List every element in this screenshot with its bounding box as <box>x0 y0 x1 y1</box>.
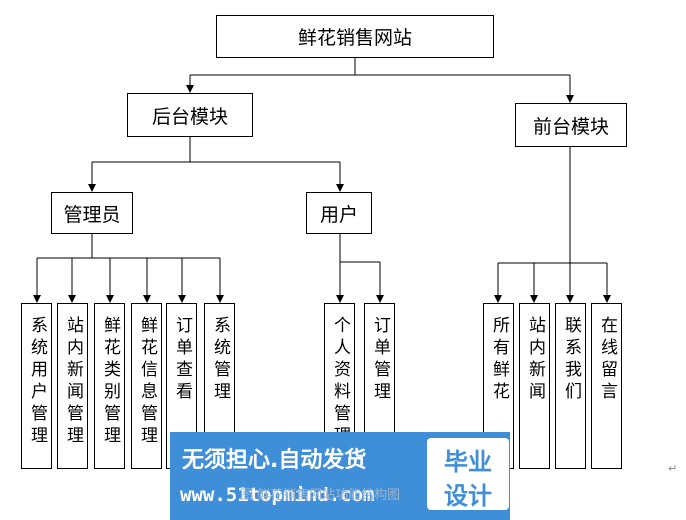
admin-leaf-node: 鲜花类别管理 <box>94 303 125 469</box>
user-leaf-label: 个人资料管理 <box>330 316 350 448</box>
watermark-logo: 毕业 设计 <box>427 438 509 510</box>
frontend-leaf-label: 在线留言 <box>597 316 617 404</box>
user-leaf-label: 订单管理 <box>370 316 390 404</box>
root-node-label: 鲜花销售网站 <box>297 27 412 49</box>
user-role-label: 用户 <box>319 203 358 226</box>
figure-caption: 图 鲜花销售网站功能结构图 <box>240 488 401 503</box>
admin-leaf-label: 站内新闻管理 <box>63 316 83 448</box>
frontend-leaf-label: 站内新闻 <box>525 316 545 404</box>
watermark-url: www.51topmind.com <box>180 484 375 506</box>
user-role-node: 用户 <box>306 192 372 234</box>
root-node: 鲜花销售网站 <box>216 15 494 58</box>
frontend-module-node: 前台模块 <box>515 103 627 147</box>
frontend-leaf-label: 联系我们 <box>561 316 581 404</box>
admin-leaf-node: 鲜花信息管理 <box>131 303 162 469</box>
frontend-leaf-node: 在线留言 <box>591 303 622 469</box>
admin-role-node: 管理员 <box>51 192 133 234</box>
admin-leaf-label: 系统管理 <box>210 316 230 404</box>
frontend-leaf-node: 站内新闻 <box>519 303 550 469</box>
frontend-leaf-label: 所有鲜花 <box>489 316 509 404</box>
watermark-logo-line1: 毕业 <box>444 448 492 476</box>
watermark-logo-line2: 设计 <box>444 482 492 510</box>
admin-leaf-label: 系统用户管理 <box>27 316 47 448</box>
paragraph-mark: ↵ <box>668 462 678 475</box>
frontend-module-label: 前台模块 <box>532 115 609 138</box>
admin-leaf-node: 系统用户管理 <box>21 303 52 469</box>
frontend-leaf-node: 联系我们 <box>555 303 586 469</box>
admin-leaf-label: 鲜花类别管理 <box>100 316 120 448</box>
backend-module-node: 后台模块 <box>127 93 253 137</box>
backend-module-label: 后台模块 <box>151 105 228 128</box>
admin-role-label: 管理员 <box>63 203 121 226</box>
admin-leaf-label: 鲜花信息管理 <box>137 316 157 448</box>
admin-leaf-node: 站内新闻管理 <box>57 303 88 469</box>
admin-leaf-label: 订单查看 <box>172 316 192 404</box>
watermark-slogan: 无须担心.自动发货 <box>182 448 367 473</box>
